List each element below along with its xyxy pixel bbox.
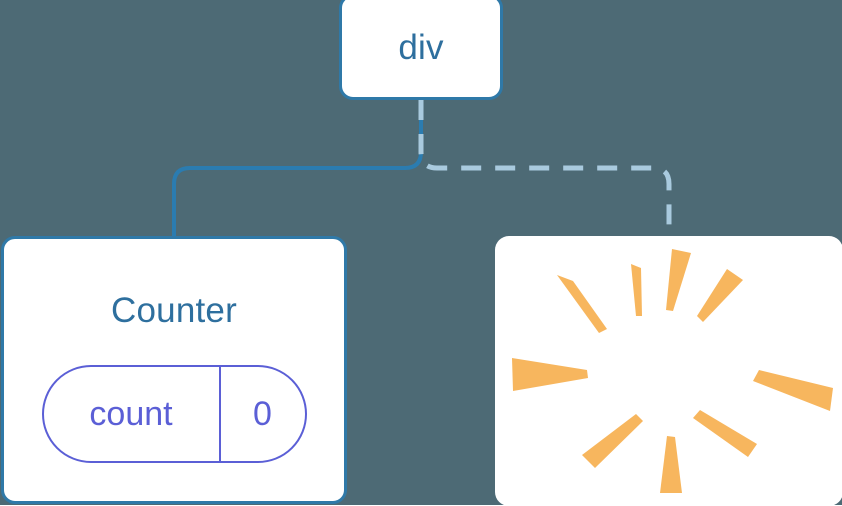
ray-nne xyxy=(697,269,743,322)
edge-div-to-counter xyxy=(172,98,423,238)
node-counter-label: Counter xyxy=(111,291,237,330)
node-counter[interactable]: Counter count 0 xyxy=(1,236,347,504)
node-div-label: div xyxy=(398,27,444,67)
state-pill-count[interactable]: count 0 xyxy=(41,365,307,463)
ray-nnw xyxy=(631,264,642,316)
edge-div-to-rerender xyxy=(418,100,672,236)
ray-s xyxy=(660,436,682,493)
ray-se xyxy=(693,410,757,457)
ray-w xyxy=(512,358,588,391)
state-key-label: count xyxy=(89,395,173,433)
ray-n xyxy=(666,249,691,311)
state-value-label: 0 xyxy=(218,367,305,461)
node-div[interactable]: div xyxy=(339,0,503,100)
sparkle-burst-icon xyxy=(512,249,833,493)
ray-nw xyxy=(557,275,607,333)
ray-sw xyxy=(582,414,643,468)
ray-e xyxy=(753,370,833,411)
node-rerender[interactable] xyxy=(495,236,842,506)
